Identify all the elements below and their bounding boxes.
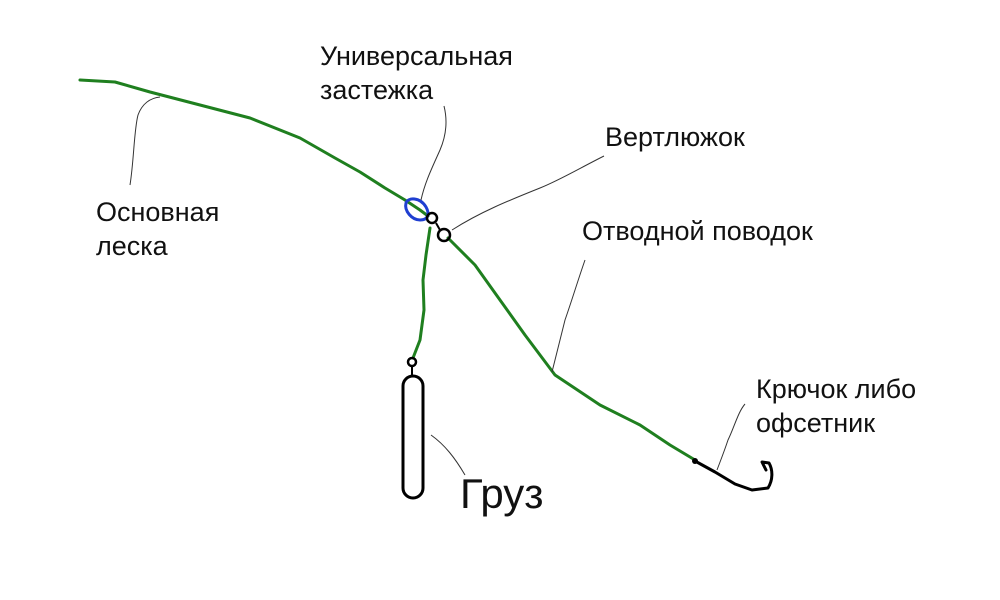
pointer-hook xyxy=(716,403,746,471)
label-hook-line-1: Крючок либо xyxy=(756,374,917,404)
label-leader: Отводной поводок xyxy=(582,216,813,246)
weight-sinker xyxy=(401,374,425,500)
side-leader-line xyxy=(446,236,697,462)
label-universal-clip-line-1: Универсальная xyxy=(320,41,513,71)
pointer-main-line xyxy=(129,96,161,186)
label-main-line-line-2: леска xyxy=(96,231,168,261)
pointer-swivel xyxy=(451,155,605,231)
label-hook-line-2: офсетник xyxy=(756,408,876,438)
label-main-line-line-1: Основная xyxy=(96,197,220,227)
swivel-ring-top xyxy=(425,211,439,225)
swivel-link xyxy=(435,222,441,231)
label-weight: Груз xyxy=(460,470,544,517)
pointer-leader xyxy=(551,259,586,373)
weight-leader-line xyxy=(411,226,432,360)
label-hook: Крючок либо офсетник xyxy=(756,372,916,440)
label-universal-clip: Универсальная застежка xyxy=(320,39,513,107)
pointer-universal-clip xyxy=(420,105,447,201)
weight-ring xyxy=(406,356,418,368)
label-swivel: Вертлюжок xyxy=(605,122,745,152)
pointer-weight xyxy=(430,434,466,476)
swivel-ring-bottom xyxy=(436,227,452,243)
hook xyxy=(693,459,774,492)
label-universal-clip-line-2: застежка xyxy=(320,75,434,105)
label-main-line: Основная леска xyxy=(96,195,219,263)
